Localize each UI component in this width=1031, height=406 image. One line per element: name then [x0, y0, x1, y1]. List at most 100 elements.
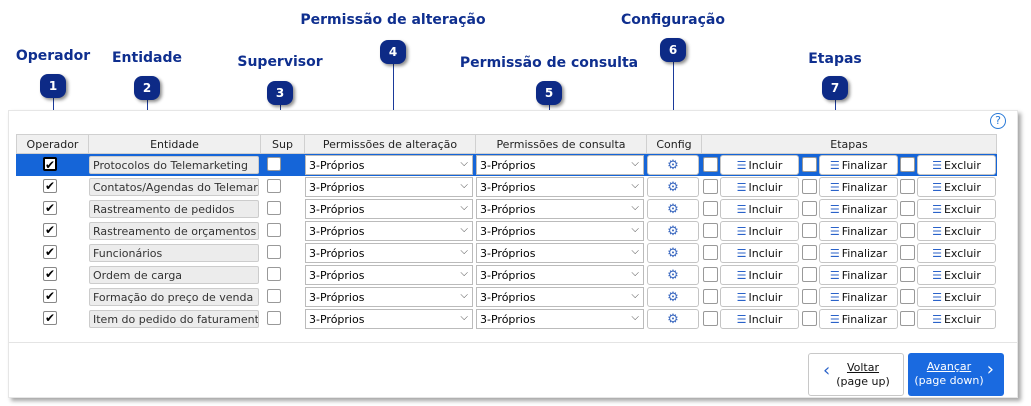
operador-checkbox[interactable]: ✔ [43, 245, 57, 259]
alteracao-select[interactable]: 3-Próprios⌵ [305, 265, 473, 285]
operador-checkbox[interactable]: ✔ [43, 223, 57, 237]
config-button[interactable]: ⚙ [647, 309, 699, 329]
etapa-excluir-checkbox[interactable] [900, 267, 915, 282]
consulta-select[interactable]: 3-Próprios⌵ [476, 265, 644, 285]
table-row[interactable]: ✔ Rastreamento de pedidos 3-Próprios⌵ 3-… [16, 198, 997, 220]
etapa-excluir-checkbox[interactable] [900, 223, 915, 238]
etapa-excluir-button[interactable]: ☰Excluir [917, 309, 996, 329]
consulta-select[interactable]: 3-Próprios⌵ [476, 309, 644, 329]
etapa-incluir-checkbox[interactable] [703, 157, 718, 172]
etapa-incluir-button[interactable]: ☰Incluir [720, 177, 799, 197]
etapa-finalizar-checkbox[interactable] [802, 289, 817, 304]
etapa-incluir-button[interactable]: ☰Incluir [720, 287, 799, 307]
table-row[interactable]: ✔ Ordem de carga 3-Próprios⌵ 3-Próprios⌵… [16, 264, 997, 286]
sup-checkbox[interactable] [267, 245, 281, 259]
operador-checkbox[interactable]: ✔ [43, 201, 57, 215]
etapa-incluir-button[interactable]: ☰Incluir [720, 155, 799, 175]
help-icon[interactable]: ? [990, 113, 1006, 129]
sup-checkbox[interactable] [267, 223, 281, 237]
table-row[interactable]: ✔ Funcionários 3-Próprios⌵ 3-Próprios⌵ ⚙… [16, 242, 997, 264]
config-button[interactable]: ⚙ [647, 243, 699, 263]
etapa-excluir-button[interactable]: ☰Excluir [917, 243, 996, 263]
operador-checkbox[interactable]: ✔ [43, 267, 57, 281]
consulta-select[interactable]: 3-Próprios⌵ [476, 287, 644, 307]
sup-checkbox[interactable] [267, 201, 281, 215]
etapa-finalizar-button[interactable]: ☰Finalizar [819, 243, 898, 263]
etapa-finalizar-checkbox[interactable] [802, 245, 817, 260]
etapa-excluir-checkbox[interactable] [900, 289, 915, 304]
alteracao-select[interactable]: 3-Próprios⌵ [305, 155, 473, 175]
table-row[interactable]: ✔ Formação do preço de venda 3-Próprios⌵… [16, 286, 997, 308]
config-button[interactable]: ⚙ [647, 177, 699, 197]
alteracao-select[interactable]: 3-Próprios⌵ [305, 199, 473, 219]
alteracao-select[interactable]: 3-Próprios⌵ [305, 309, 473, 329]
etapa-incluir-checkbox[interactable] [703, 201, 718, 216]
etapa-excluir-checkbox[interactable] [900, 311, 915, 326]
etapa-finalizar-button[interactable]: ☰Finalizar [819, 177, 898, 197]
etapa-finalizar-button[interactable]: ☰Finalizar [819, 287, 898, 307]
sup-checkbox[interactable] [267, 289, 281, 303]
config-button[interactable]: ⚙ [647, 287, 699, 307]
etapa-incluir-button[interactable]: ☰Incluir [720, 199, 799, 219]
etapa-incluir-checkbox[interactable] [703, 179, 718, 194]
etapa-excluir-checkbox[interactable] [900, 179, 915, 194]
etapa-finalizar-checkbox[interactable] [802, 223, 817, 238]
etapa-finalizar-checkbox[interactable] [802, 267, 817, 282]
avancar-button[interactable]: Avançar(page down) › [908, 353, 1004, 396]
etapa-excluir-checkbox[interactable] [900, 201, 915, 216]
etapa-excluir-button[interactable]: ☰Excluir [917, 199, 996, 219]
etapa-incluir-checkbox[interactable] [703, 267, 718, 282]
config-button[interactable]: ⚙ [647, 221, 699, 241]
sup-checkbox[interactable] [267, 157, 281, 171]
etapa-finalizar-button[interactable]: ☰Finalizar [819, 221, 898, 241]
table-row[interactable]: ✔ Contatos/Agendas do Telemarketing 3-Pr… [16, 176, 997, 198]
etapa-incluir-checkbox[interactable] [703, 245, 718, 260]
etapa-excluir-button[interactable]: ☰Excluir [917, 265, 996, 285]
consulta-select[interactable]: 3-Próprios⌵ [476, 221, 644, 241]
sup-checkbox[interactable] [267, 179, 281, 193]
etapa-finalizar-checkbox[interactable] [802, 201, 817, 216]
consulta-select[interactable]: 3-Próprios⌵ [476, 199, 644, 219]
etapa-finalizar-button[interactable]: ☰Finalizar [819, 155, 898, 175]
etapa-excluir-button[interactable]: ☰Excluir [917, 155, 996, 175]
consulta-select[interactable]: 3-Próprios⌵ [476, 155, 644, 175]
sup-checkbox[interactable] [267, 311, 281, 325]
operador-checkbox[interactable]: ✔ [43, 289, 57, 303]
alteracao-select[interactable]: 3-Próprios⌵ [305, 177, 473, 197]
etapa-incluir-button[interactable]: ☰Incluir [720, 243, 799, 263]
etapa-incluir-checkbox[interactable] [703, 223, 718, 238]
etapa-finalizar-button[interactable]: ☰Finalizar [819, 199, 898, 219]
config-button[interactable]: ⚙ [647, 155, 699, 175]
alteracao-select[interactable]: 3-Próprios⌵ [305, 221, 473, 241]
alteracao-select[interactable]: 3-Próprios⌵ [305, 243, 473, 263]
operador-checkbox[interactable]: ✔ [43, 311, 57, 325]
table-row[interactable]: ✔ Rastreamento de orçamentos 3-Próprios⌵… [16, 220, 997, 242]
etapa-finalizar-checkbox[interactable] [802, 157, 817, 172]
voltar-button[interactable]: ‹ Voltar(page up) [808, 353, 904, 396]
etapa-finalizar-checkbox[interactable] [802, 179, 817, 194]
etapa-incluir-checkbox[interactable] [703, 311, 718, 326]
etapa-finalizar-button[interactable]: ☰Finalizar [819, 265, 898, 285]
etapa-incluir-button[interactable]: ☰Incluir [720, 265, 799, 285]
sup-checkbox[interactable] [267, 267, 281, 281]
etapa-incluir-checkbox[interactable] [703, 289, 718, 304]
operador-checkbox[interactable]: ✔ [43, 179, 57, 193]
etapa-incluir-button[interactable]: ☰Incluir [720, 309, 799, 329]
etapa-finalizar-checkbox[interactable] [802, 311, 817, 326]
etapa-finalizar-button[interactable]: ☰Finalizar [819, 309, 898, 329]
etapa-excluir-button[interactable]: ☰Excluir [917, 287, 996, 307]
etapa-excluir-button[interactable]: ☰Excluir [917, 177, 996, 197]
etapa-excluir-checkbox[interactable] [900, 245, 915, 260]
table-row[interactable]: ✔ Item do pedido do faturamento 3-Própri… [16, 308, 997, 330]
etapa-excluir-button[interactable]: ☰Excluir [917, 221, 996, 241]
config-button[interactable]: ⚙ [647, 199, 699, 219]
etapa-excluir-checkbox[interactable] [900, 157, 915, 172]
alteracao-select[interactable]: 3-Próprios⌵ [305, 287, 473, 307]
operador-checkbox[interactable]: ✔ [43, 157, 57, 172]
consulta-select[interactable]: 3-Próprios⌵ [476, 177, 644, 197]
table-row[interactable]: ✔ Protocolos do Telemarketing 3-Próprios… [16, 154, 997, 176]
chevron-left-icon: ‹ [823, 360, 831, 381]
config-button[interactable]: ⚙ [647, 265, 699, 285]
consulta-select[interactable]: 3-Próprios⌵ [476, 243, 644, 263]
etapa-incluir-button[interactable]: ☰Incluir [720, 221, 799, 241]
